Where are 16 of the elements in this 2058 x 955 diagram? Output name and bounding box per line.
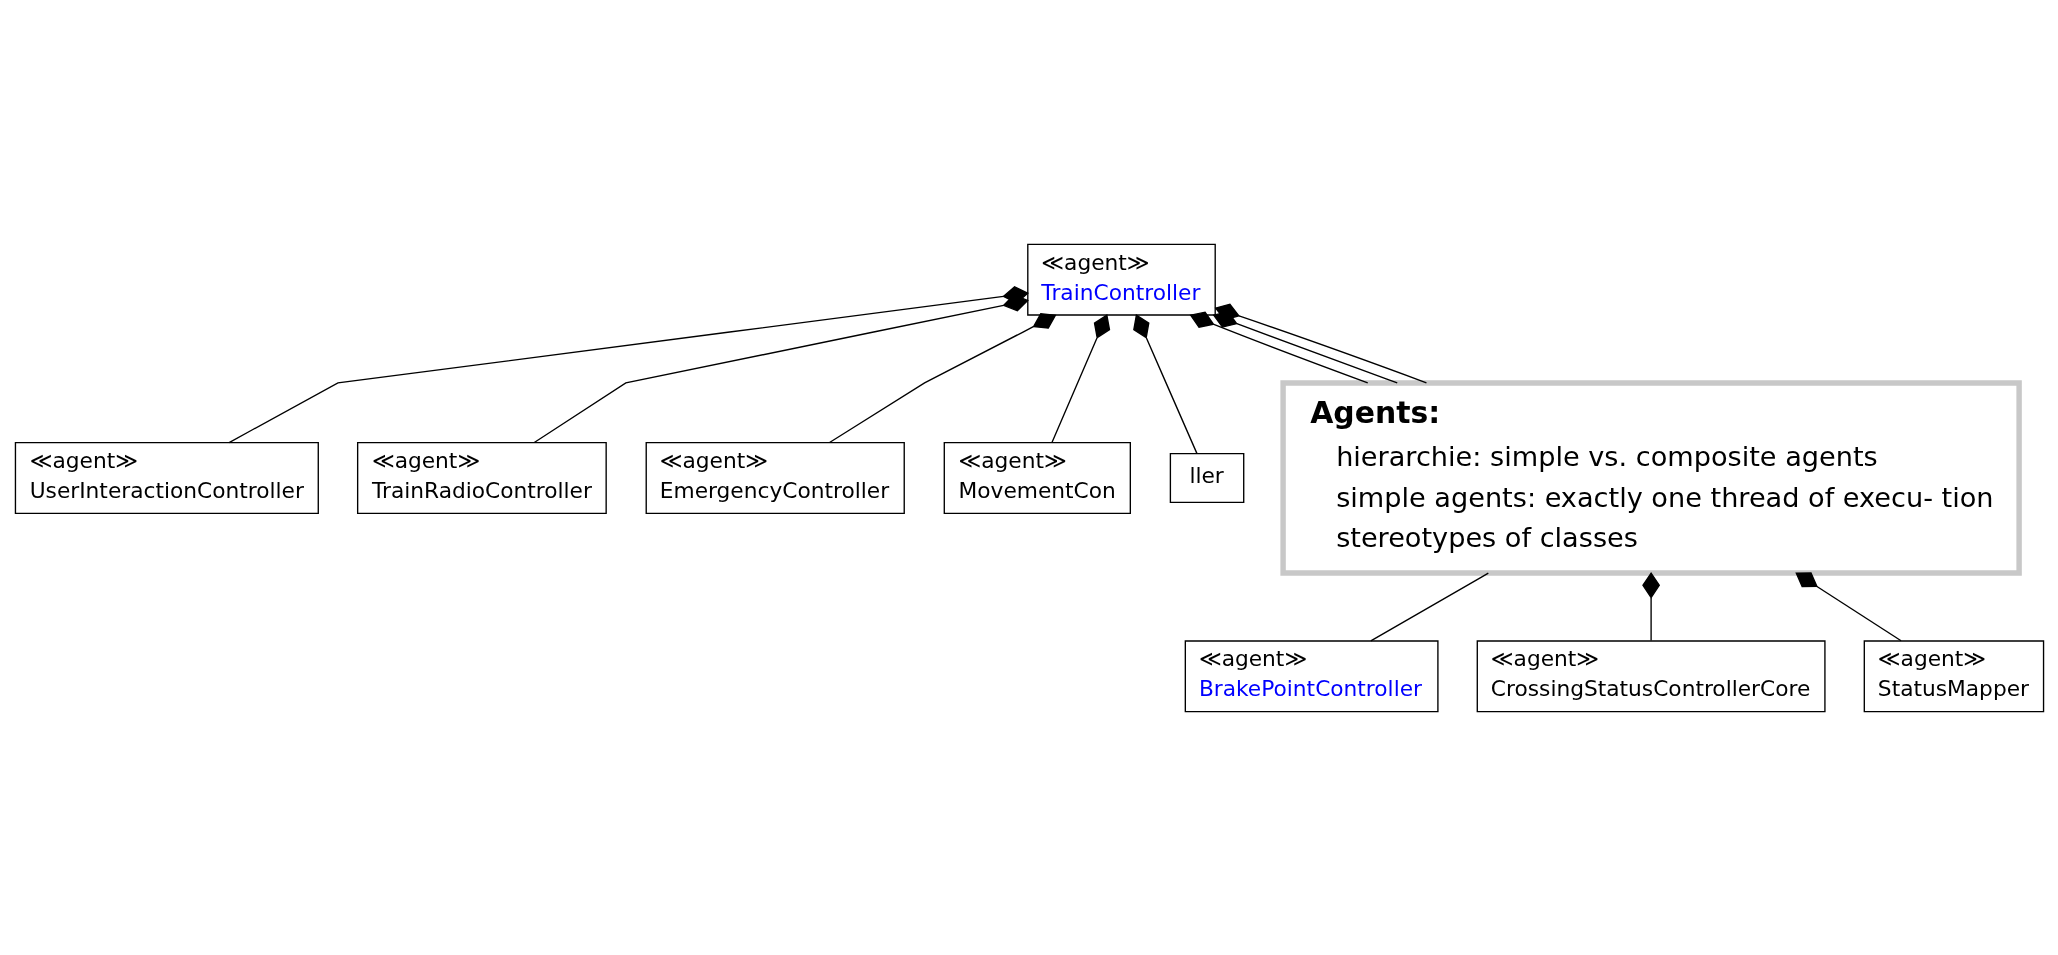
connector xyxy=(1369,571,1489,641)
connector xyxy=(1050,313,1110,443)
node-box: ≪agent≫ CrossingStatusControllerCore xyxy=(1476,639,1826,712)
node-box: ≪agent≫ EmergencyController xyxy=(645,441,905,514)
connector xyxy=(828,312,1056,443)
node-box: ≪agent≫ TrainController xyxy=(1026,243,1216,316)
node-box: Agents: hierarchie: simple vs. composite agents simple agents: exactly one thread of execu- tion stereotypes of classes xyxy=(1279,379,2022,576)
node-box: ≪agent≫ TrainRadioController xyxy=(356,441,607,514)
node-box: ≪agent≫ MovementCon xyxy=(943,441,1131,514)
connector xyxy=(1794,571,1902,641)
node-box: ≪agent≫ StatusMapper xyxy=(1863,639,2044,712)
node-box: ≪agent≫ BrakePointController xyxy=(1184,639,1439,712)
connector xyxy=(1641,571,1660,641)
connector xyxy=(1132,313,1198,454)
node-box: ≪agent≫ UserInteractionController xyxy=(14,441,319,514)
node-box: ller xyxy=(1169,452,1244,503)
